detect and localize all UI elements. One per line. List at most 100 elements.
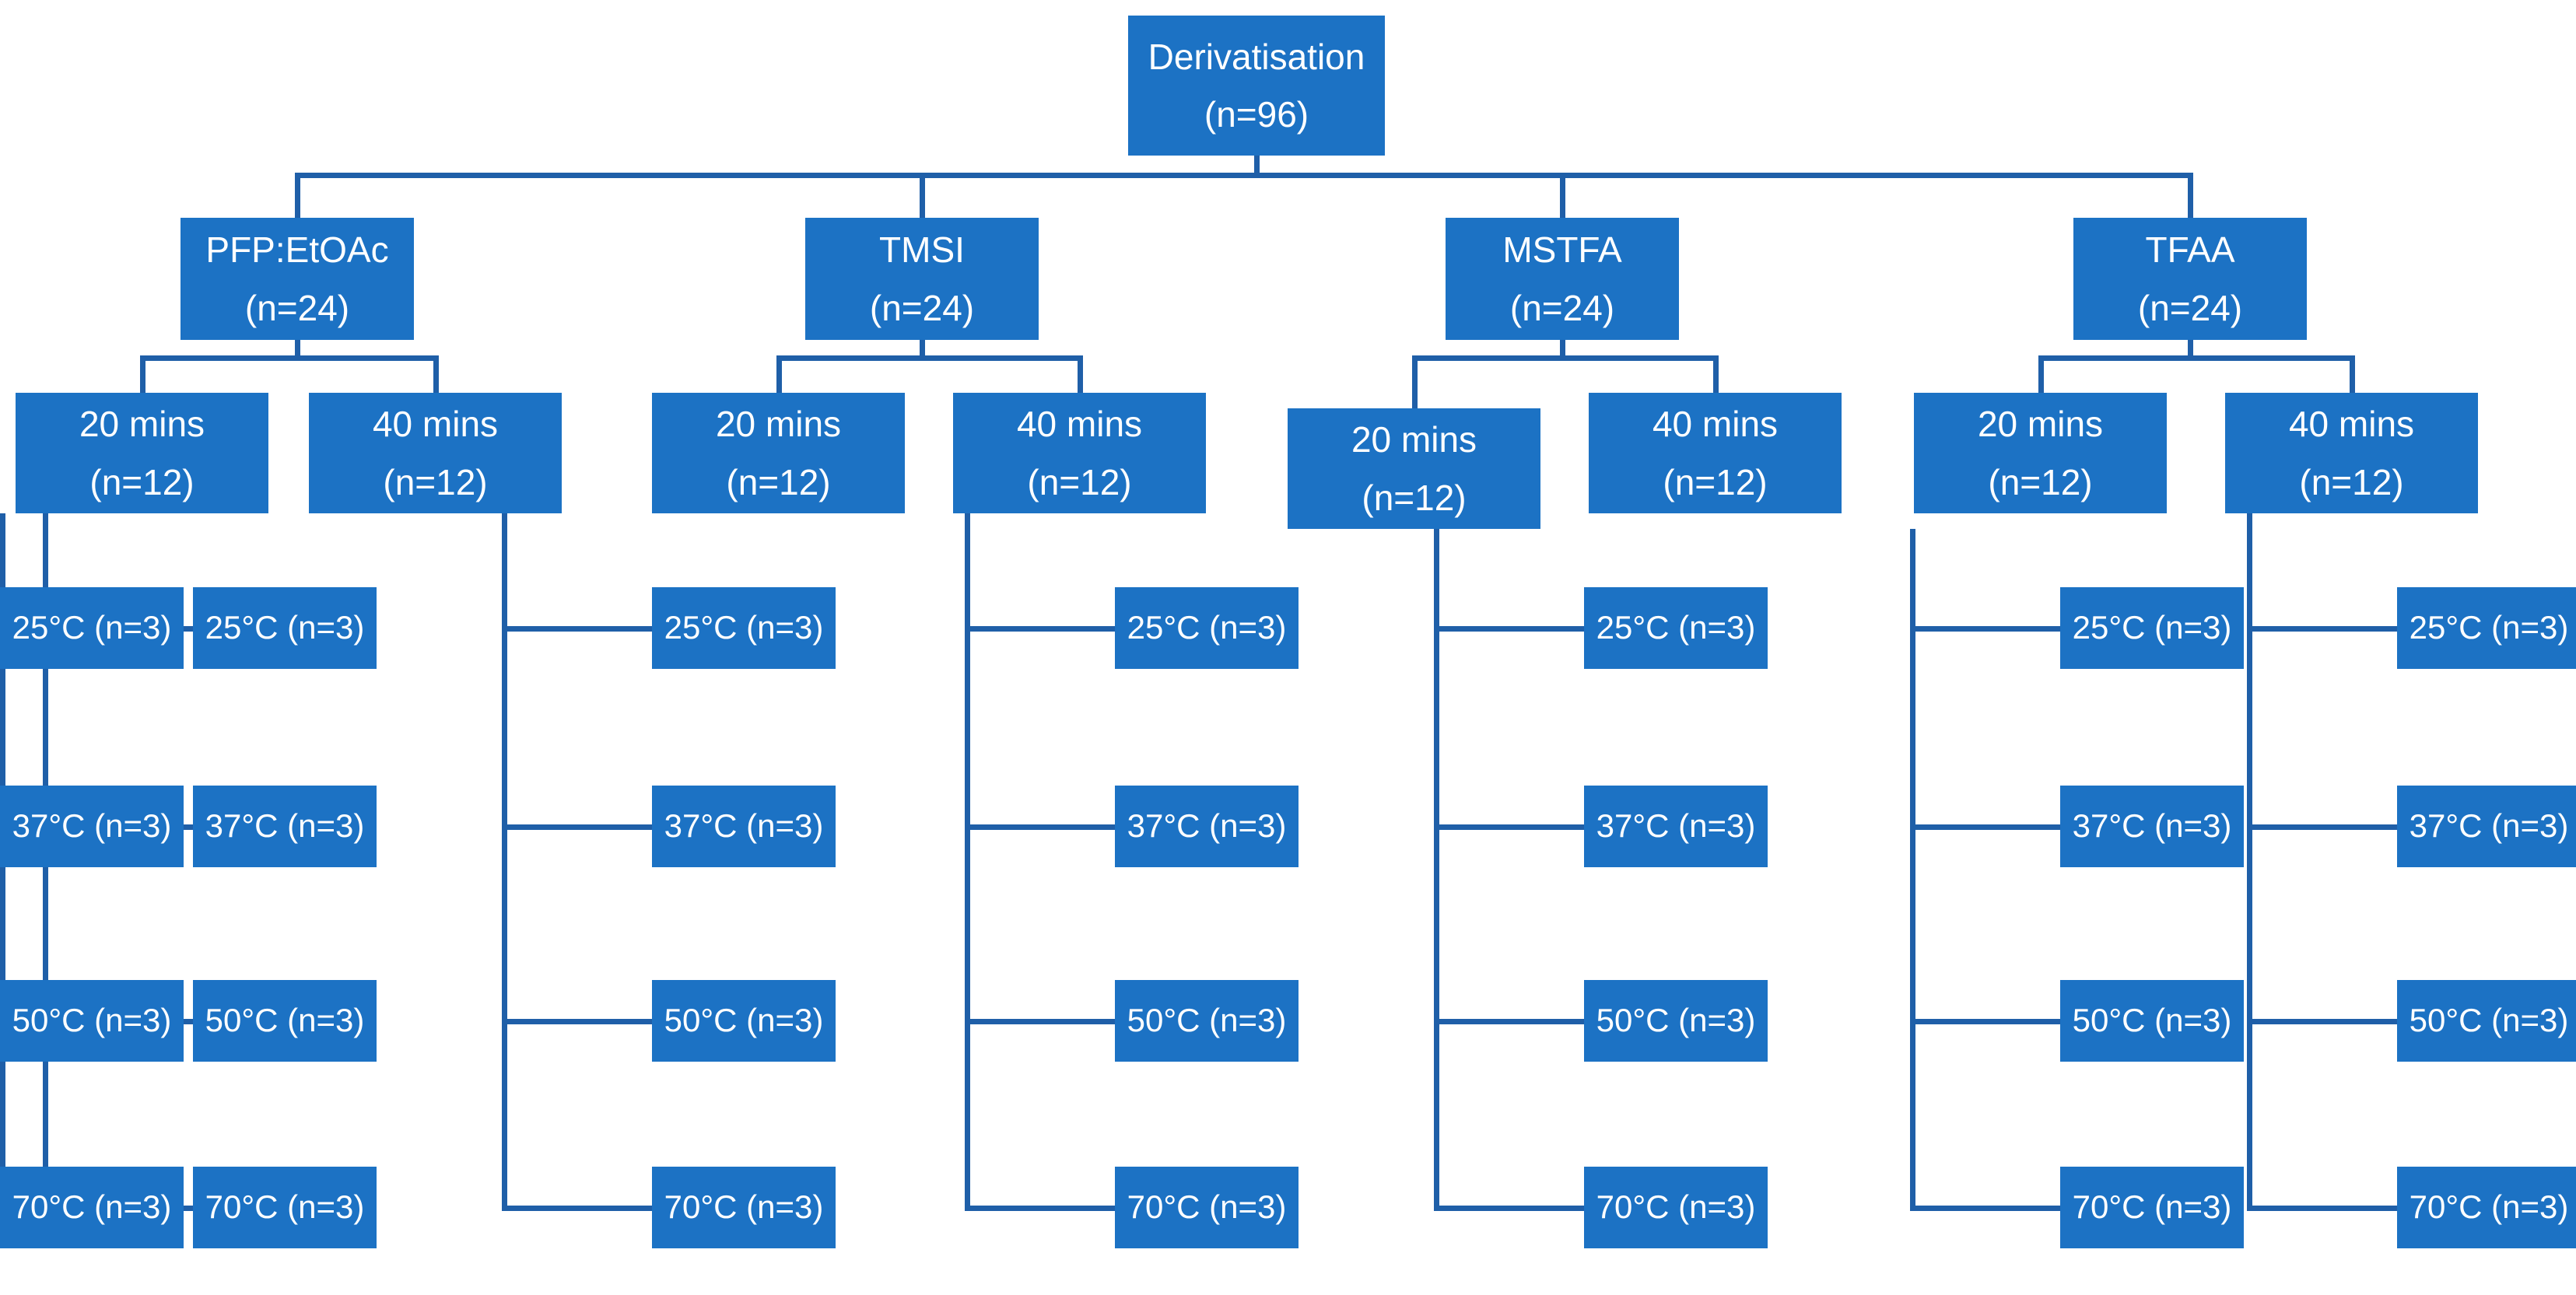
root-node-line-2: (n=96) <box>1204 94 1309 135</box>
time-node-4-line-2: (n=12) <box>1027 461 1132 502</box>
time-node-2-line-2: (n=12) <box>383 461 488 502</box>
time-node-5-line-1: 20 mins <box>1351 419 1477 460</box>
temp-stub-6-1 <box>2247 625 2397 632</box>
time-bus-line-2 <box>776 355 1083 361</box>
time-node-7-line-1: 20 mins <box>1977 404 2104 445</box>
reagent-node-4[interactable]: TFAA(n=24) <box>2073 218 2307 340</box>
temp-node-6-1[interactable]: 25°C (n=3) <box>2397 587 2576 669</box>
temp-node-6-2-line-1: 37°C (n=3) <box>2409 807 2569 845</box>
temp-node-5-4[interactable]: 70°C (n=3) <box>2060 1167 2244 1248</box>
time-drop-line-4 <box>1077 355 1083 393</box>
temp-node-5-1[interactable]: 25°C (n=3) <box>2060 587 2244 669</box>
temp-stub-4-3 <box>1434 1018 1584 1024</box>
temp-node-8-3-line-1: 50°C (n=3) <box>12 1002 172 1039</box>
temp-node-1-3-line-1: 50°C (n=3) <box>205 1002 365 1039</box>
temp-node-3-3[interactable]: 50°C (n=3) <box>1115 980 1299 1062</box>
temp-node-3-2[interactable]: 37°C (n=3) <box>1115 786 1299 867</box>
temp-node-4-4-line-1: 70°C (n=3) <box>1596 1188 1756 1226</box>
reagent-node-2[interactable]: TMSI (n=24) <box>805 218 1039 340</box>
temp-node-3-4[interactable]: 70°C (n=3) <box>1115 1167 1299 1248</box>
time-drop-line-5 <box>1411 355 1418 408</box>
temp-stub-4-2 <box>1434 824 1584 830</box>
reagent-node-2-line-1: TMSI <box>879 229 965 271</box>
time-node-2-line-1: 40 mins <box>372 404 499 445</box>
temp-stub-5-4 <box>1910 1205 2060 1211</box>
temp-node-6-4[interactable]: 70°C (n=3) <box>2397 1167 2576 1248</box>
temp-node-2-4[interactable]: 70°C (n=3) <box>652 1167 836 1248</box>
temp-node-4-1[interactable]: 25°C (n=3) <box>1584 587 1768 669</box>
temp-node-5-4-line-1: 70°C (n=3) <box>2072 1188 2232 1226</box>
time-node-3-line-1: 20 mins <box>715 404 842 445</box>
temp-node-8-1[interactable]: 25°C (n=3) <box>0 587 184 669</box>
reagent-drop-line-1 <box>295 173 300 218</box>
time-node-2[interactable]: 40 mins (n=12) <box>309 393 562 513</box>
temp-node-2-1[interactable]: 25°C (n=3) <box>652 587 836 669</box>
temp-node-4-2[interactable]: 37°C (n=3) <box>1584 786 1768 867</box>
temp-node-3-2-line-1: 37°C (n=3) <box>1127 807 1287 845</box>
temp-stub-2-1 <box>502 625 652 632</box>
time-node-3[interactable]: 20 mins (n=12) <box>652 393 905 513</box>
temp-node-4-3[interactable]: 50°C (n=3) <box>1584 980 1768 1062</box>
temp-node-5-3-line-1: 50°C (n=3) <box>2072 1002 2232 1039</box>
time-drop-line-6 <box>1712 355 1719 393</box>
temp-node-1-2[interactable]: 37°C (n=3) <box>193 786 377 867</box>
time-node-1-line-2: (n=12) <box>89 461 195 502</box>
temp-node-2-4-line-1: 70°C (n=3) <box>664 1188 824 1226</box>
reagent-node-3-line-1: MSTFA <box>1502 229 1622 271</box>
time-drop-line-2 <box>433 355 439 393</box>
temp-node-3-1-line-1: 25°C (n=3) <box>1127 609 1287 646</box>
reagent-stem-2 <box>920 340 925 361</box>
reagent-drop-line-4 <box>2188 173 2193 218</box>
time-bus-line-1 <box>139 355 439 361</box>
temp-spine-4 <box>1434 513 1439 1211</box>
temp-stub-3-2 <box>965 824 1115 830</box>
time-node-4[interactable]: 40 mins (n=12) <box>953 393 1206 513</box>
temp-node-3-1[interactable]: 25°C (n=3) <box>1115 587 1299 669</box>
temp-node-1-1[interactable]: 25°C (n=3) <box>193 587 377 669</box>
temp-node-5-2[interactable]: 37°C (n=3) <box>2060 786 2244 867</box>
temp-node-4-3-line-1: 50°C (n=3) <box>1596 1002 1756 1039</box>
temp-stub-6-3 <box>2247 1018 2397 1024</box>
temp-stub-2-4 <box>502 1205 652 1211</box>
temp-node-6-3[interactable]: 50°C (n=3) <box>2397 980 2576 1062</box>
temp-node-8-4[interactable]: 70°C (n=3) <box>0 1167 184 1248</box>
reagent-node-3[interactable]: MSTFA (n=24) <box>1446 218 1679 340</box>
time-node-6[interactable]: 40 mins(n=12) <box>1589 393 1842 513</box>
time-bus-line-3 <box>1411 355 1719 361</box>
temp-stub-6-4 <box>2247 1205 2397 1211</box>
temp-node-1-4[interactable]: 70°C (n=3) <box>193 1167 377 1248</box>
temp-node-5-1-line-1: 25°C (n=3) <box>2072 609 2232 646</box>
time-node-7[interactable]: 20 mins(n=12) <box>1914 393 2167 513</box>
reagent-node-3-line-2: (n=24) <box>1509 287 1615 328</box>
time-node-3-line-2: (n=12) <box>726 461 831 502</box>
time-node-1[interactable]: 20 mins (n=12) <box>16 393 268 513</box>
time-node-6-line-1: 40 mins <box>1652 404 1779 445</box>
temp-stub-3-3 <box>965 1018 1115 1024</box>
temp-node-8-3[interactable]: 50°C (n=3) <box>0 980 184 1062</box>
root-node[interactable]: Derivatisation(n=96) <box>1128 16 1385 156</box>
reagent-drop-line-2 <box>920 173 925 218</box>
reagent-stem-1 <box>295 340 300 361</box>
temp-node-1-3[interactable]: 50°C (n=3) <box>193 980 377 1062</box>
temp-node-4-4[interactable]: 70°C (n=3) <box>1584 1167 1768 1248</box>
temp-node-5-3[interactable]: 50°C (n=3) <box>2060 980 2244 1062</box>
reagent-node-1-line-2: (n=24) <box>244 287 350 328</box>
temp-node-6-2[interactable]: 37°C (n=3) <box>2397 786 2576 867</box>
time-node-1-line-1: 20 mins <box>79 404 205 445</box>
temp-node-2-3[interactable]: 50°C (n=3) <box>652 980 836 1062</box>
temp-node-2-2[interactable]: 37°C (n=3) <box>652 786 836 867</box>
temp-node-4-1-line-1: 25°C (n=3) <box>1596 609 1756 646</box>
temp-spine-6 <box>2247 513 2252 1211</box>
temp-node-8-1-line-1: 25°C (n=3) <box>12 609 172 646</box>
temp-node-2-3-line-1: 50°C (n=3) <box>664 1002 824 1039</box>
reagent-node-1[interactable]: PFP:EtOAc(n=24) <box>180 218 414 340</box>
time-node-8[interactable]: 40 mins(n=12) <box>2225 393 2478 513</box>
time-node-4-line-1: 40 mins <box>1016 404 1143 445</box>
temp-node-8-2[interactable]: 37°C (n=3) <box>0 786 184 867</box>
reagent-node-2-line-2: (n=24) <box>869 287 975 328</box>
temp-stub-5-1 <box>1910 625 2060 632</box>
temp-spine-3 <box>965 513 970 1211</box>
reagent-drop-line-3 <box>1560 173 1565 218</box>
time-node-5[interactable]: 20 mins(n=12) <box>1288 408 1540 529</box>
